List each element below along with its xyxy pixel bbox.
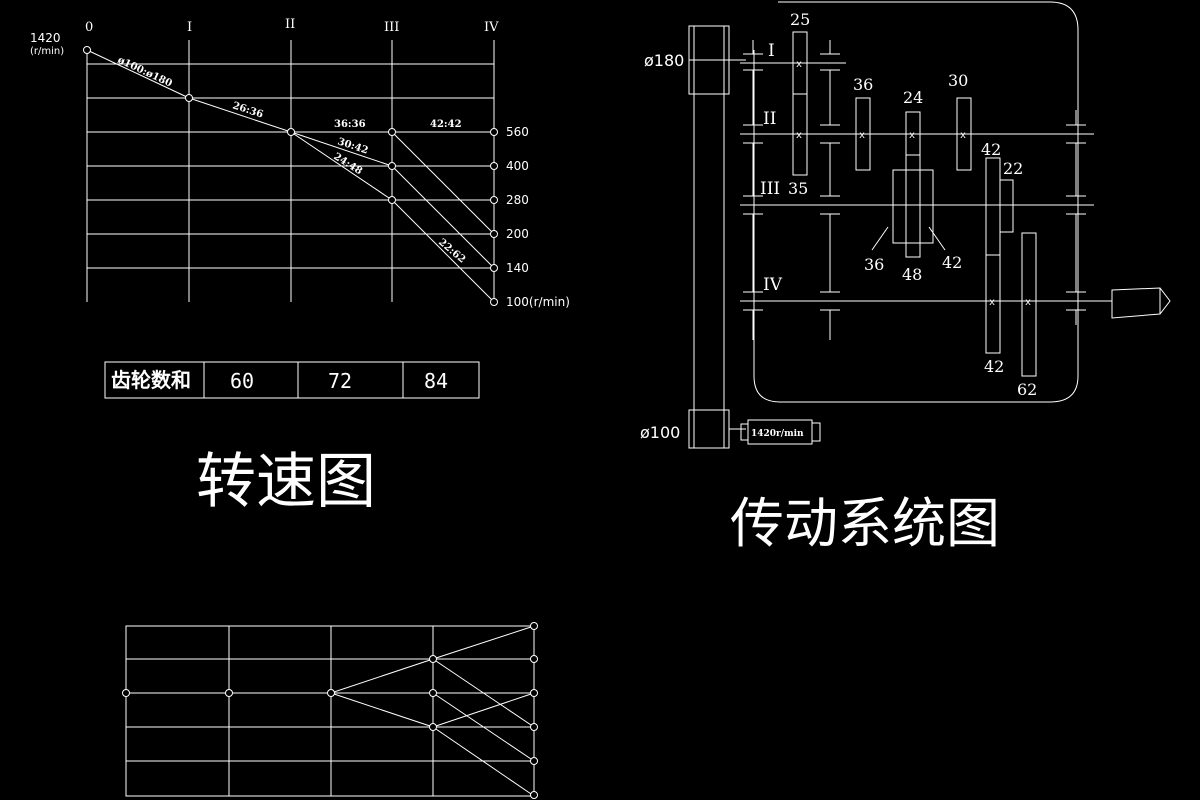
top-speed-label: 1420: [30, 31, 61, 45]
motor-speed-label: 1420r/min: [751, 429, 804, 439]
pulley-top-label: ø180: [644, 51, 684, 70]
gear-number-24: 24: [903, 88, 923, 107]
ratio-label-22-62: 22:62: [436, 237, 467, 266]
gear-24-shaft2: [905, 111, 921, 258]
trans-shaft-label-1: I: [768, 41, 775, 61]
spindle-output: [1111, 287, 1171, 319]
gear-number-36-top: 36: [853, 75, 873, 94]
speed-transmission-lines: [86, 49, 495, 303]
gear-30-shaft2: [956, 97, 972, 171]
motor: 1420r/min: [740, 419, 821, 445]
output-speed-5: 100(r/min): [506, 295, 570, 309]
gear-sum-72: 72: [328, 369, 352, 393]
pulley-bottom-label: ø100: [640, 423, 680, 442]
speed-diagram-title: 转速图: [196, 447, 376, 517]
svg-text:x: x: [909, 130, 915, 141]
gear-number-36-bottom: 36: [864, 255, 884, 274]
svg-text:x: x: [1025, 297, 1031, 308]
gear-sum-header: 齿轮数和: [111, 368, 191, 392]
transmission-diagram: 1420r/min: [640, 1, 1171, 449]
belt-drive: [688, 25, 746, 449]
svg-text:x: x: [859, 130, 865, 141]
svg-text:x: x: [989, 297, 995, 308]
gear-number-25: 25: [790, 10, 810, 29]
ratio-label-pulley: ø100:ø180: [116, 55, 174, 90]
ratio-label-42-42: 42:42: [430, 119, 462, 130]
speed-shaft-label-1: I: [187, 20, 192, 35]
gear-sum-84: 84: [424, 369, 448, 393]
lower-speed-sketch: [122, 622, 538, 799]
svg-text:x: x: [796, 59, 802, 70]
speed-nodes: [83, 46, 498, 306]
bearings: [743, 40, 1086, 340]
output-speed-3: 200: [506, 227, 529, 241]
gear-22-shaft3: [999, 179, 1014, 233]
speed-shaft-label-3: III: [384, 20, 399, 35]
speed-grid-vertical: [86, 40, 495, 302]
ratio-label-36-36: 36:36: [334, 119, 366, 130]
trans-shaft-label-2: II: [763, 109, 776, 129]
gear-number-22: 22: [1003, 159, 1023, 178]
gear-number-35: 35: [788, 179, 808, 198]
speed-shaft-label-0: 0: [85, 20, 93, 35]
gear-sum-60: 60: [230, 369, 254, 393]
svg-text:x: x: [960, 130, 966, 141]
output-speed-4: 140: [506, 261, 529, 275]
gear-62-shaft4: [1021, 232, 1037, 377]
shafts: [740, 62, 1112, 302]
transmission-diagram-title: 传动系统图: [730, 492, 1000, 555]
top-speed-unit: (r/min): [30, 46, 64, 57]
gear-cluster-36-48-42: [892, 169, 934, 244]
gearbox-housing: [753, 1, 1079, 403]
speed-shaft-label-2: II: [285, 17, 295, 32]
output-speed-1: 400: [506, 159, 529, 173]
gear-number-42-bottom: 42: [984, 357, 1004, 376]
svg-text:x: x: [796, 130, 802, 141]
gear-25-35: [792, 31, 808, 176]
speed-chart: 1420 (r/min) 0 I II III IV 560 400 280 2…: [30, 17, 570, 309]
output-speed-0: 560: [506, 125, 529, 139]
gear-number-48: 48: [902, 265, 922, 284]
gear-number-30: 30: [948, 71, 968, 90]
gear-number-42-mid: 42: [942, 253, 962, 272]
output-speed-2: 280: [506, 193, 529, 207]
trans-shaft-label-4: IV: [763, 275, 783, 295]
trans-shaft-label-3: III: [760, 179, 780, 199]
gear-sum-table: 齿轮数和 60 72 84: [104, 361, 480, 399]
speed-shaft-label-4: IV: [484, 20, 499, 35]
gear-number-42-top: 42: [981, 140, 1001, 159]
gears: x x x x x x x: [792, 31, 1037, 377]
gear-36-shaft2: [855, 97, 871, 171]
gear-number-62: 62: [1017, 380, 1037, 399]
